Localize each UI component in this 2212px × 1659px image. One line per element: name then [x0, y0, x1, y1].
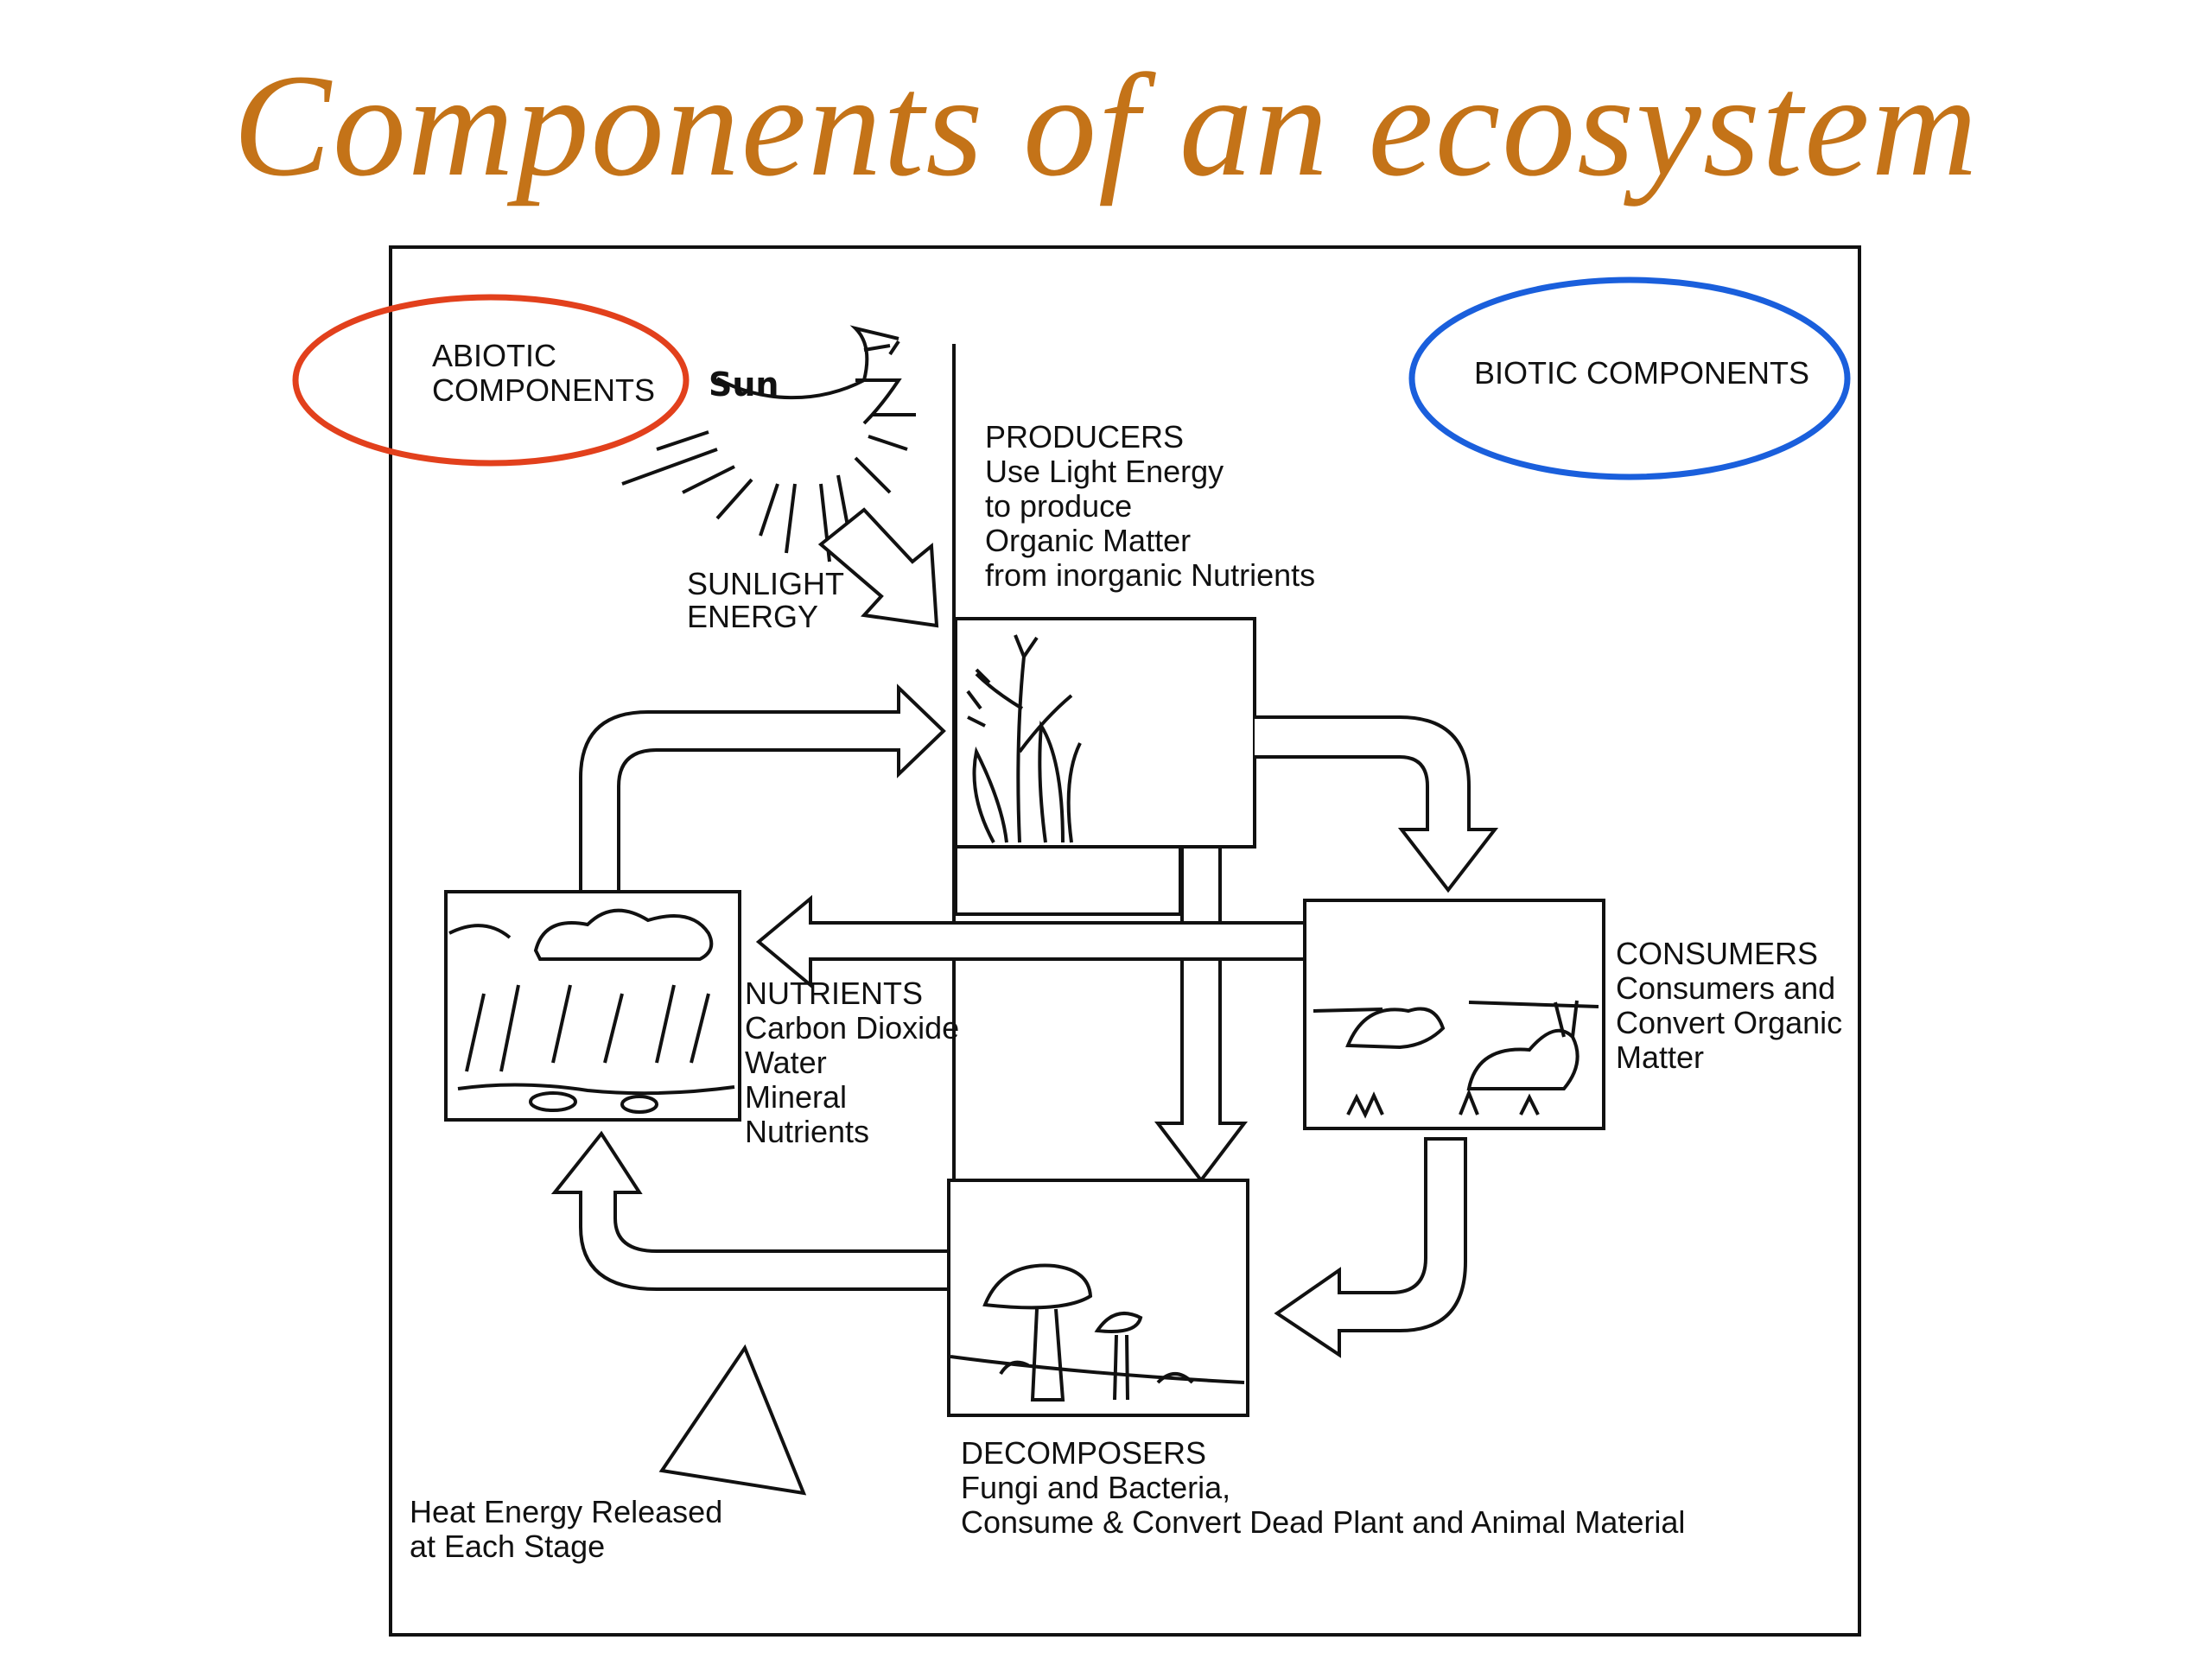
rain-cloud-icon [448, 908, 735, 1114]
abiotic-line-2: COMPONENTS [432, 372, 655, 408]
heat-triangle-icon [658, 1344, 807, 1496]
diagram-frame [389, 245, 1861, 1637]
nutrients-box [444, 890, 741, 1122]
slide-title: Components of an ecosystem [232, 44, 1980, 207]
nutrients-line-4: Mineral [745, 1079, 847, 1115]
nutrients-line-3: Water [745, 1045, 827, 1080]
arrow-producers-to-decomposers [1154, 845, 1249, 1184]
decomposers-line-1: DECOMPOSERS [961, 1435, 1206, 1471]
arrow-decomposers-to-nutrients [550, 1130, 950, 1291]
biotic-components-label: BIOTIC COMPONENTS [1408, 276, 1851, 480]
sunlight-line-2: ENERGY [687, 599, 818, 634]
abiotic-components-label: ABIOTIC COMPONENTS [292, 294, 690, 467]
sunlight-arrow [817, 507, 939, 628]
nutrients-line-5: Nutrients [745, 1114, 869, 1149]
consumers-line-3: Convert Organic [1616, 1005, 1842, 1040]
arrow-producers-to-consumers [1255, 715, 1499, 893]
nutrients-line-1: NUTRIENTS [745, 976, 923, 1011]
abiotic-ellipse [292, 294, 690, 467]
producers-line-3: to produce [985, 488, 1132, 524]
consumers-text: CONSUMERS Consumers and Convert Organic … [1616, 936, 1842, 1075]
sun-icon [621, 325, 916, 563]
heat-text: Heat Energy Released at Each Stage [410, 1494, 722, 1564]
nutrients-text: NUTRIENTS Carbon Dioxide Water Mineral N… [745, 976, 959, 1149]
decomposers-box [947, 1179, 1249, 1417]
mushroom-icon [950, 1263, 1245, 1402]
consumers-line-4: Matter [1616, 1039, 1704, 1075]
heat-line-1: Heat Energy Released [410, 1494, 722, 1529]
decomposers-line-2: Fungi and Bacteria, [961, 1470, 1230, 1505]
heat-line-2: at Each Stage [410, 1529, 605, 1564]
rabbit-icon [1313, 1000, 1599, 1119]
abiotic-line-1: ABIOTIC [432, 338, 556, 373]
consumers-line-2: Consumers and [1616, 970, 1835, 1006]
producers-line-1: PRODUCERS [985, 419, 1184, 454]
sunlight-line-1: SUNLIGHT [687, 566, 844, 601]
producers-base-strip [954, 845, 1182, 916]
biotic-ellipse [1408, 276, 1851, 480]
consumers-line-1: CONSUMERS [1616, 936, 1818, 971]
plant-icon [966, 634, 1082, 843]
consumers-box [1303, 899, 1605, 1130]
biotic-label: BIOTIC COMPONENTS [1474, 355, 1809, 391]
arrow-nutrients-to-producers [579, 683, 946, 900]
arrow-consumers-to-nutrients [755, 894, 1312, 989]
producers-line-2: Use Light Energy [985, 454, 1224, 489]
arrow-consumers-to-decomposers [1274, 1137, 1467, 1358]
producers-line-4: Organic Matter [985, 523, 1191, 558]
producers-line-5: from inorganic Nutrients [985, 557, 1315, 593]
decomposers-line-3: Consume & Convert Dead Plant and Animal … [961, 1504, 1685, 1540]
producers-box [954, 617, 1256, 849]
producers-text: PRODUCERS Use Light Energy to produce Or… [985, 419, 1315, 593]
sun-label: Sun [709, 365, 779, 404]
decomposers-text: DECOMPOSERS Fungi and Bacteria, Consume … [961, 1435, 1685, 1540]
nutrients-line-2: Carbon Dioxide [745, 1010, 959, 1046]
